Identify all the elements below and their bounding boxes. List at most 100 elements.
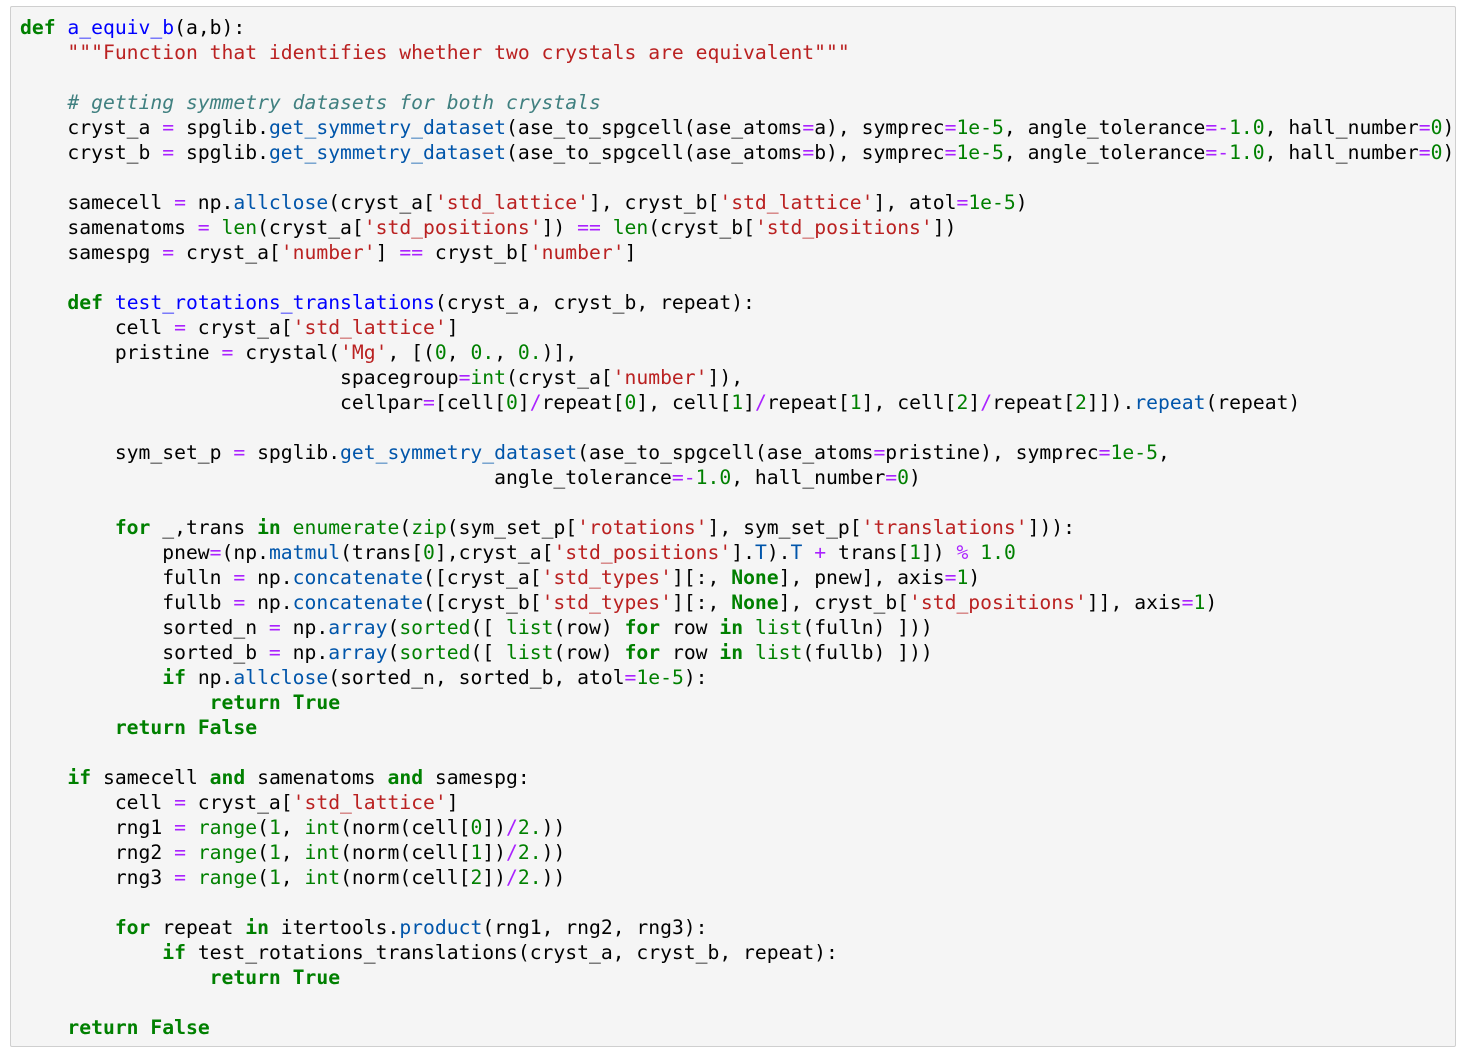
code-text: samecell xyxy=(20,191,175,214)
code-text: , xyxy=(494,341,518,364)
code-line: pristine = crystal('Mg', [(0, 0., 0.)], xyxy=(20,340,1454,365)
code-text: (a,b): xyxy=(174,16,246,39)
code-text: fulln xyxy=(20,566,234,589)
string-token: 'Mg' xyxy=(340,341,388,364)
code-text: ([cryst_b[ xyxy=(423,591,542,614)
string-token: 'std_types' xyxy=(541,591,672,614)
code-cell[interactable]: def a_equiv_b(a,b): """Function that ide… xyxy=(10,6,1456,1047)
operator-token: % xyxy=(956,541,969,564)
code-line: return False xyxy=(20,715,1454,740)
code-text: cellpar xyxy=(20,391,423,414)
code-text xyxy=(20,691,210,714)
number-token: 1e-5 xyxy=(968,191,1016,214)
string-token: """Function that identifies whether two … xyxy=(67,41,850,64)
code-text: cryst_a xyxy=(20,116,163,139)
attribute-token: array xyxy=(328,641,388,664)
code-text: cryst_a[ xyxy=(185,791,293,814)
code-text: , hall_number xyxy=(1264,116,1419,139)
code-text: , xyxy=(446,341,471,364)
operator-token: == xyxy=(577,216,601,239)
keyword-token: None xyxy=(731,566,779,589)
code-text: ( xyxy=(387,616,400,639)
code-text: ). xyxy=(766,541,791,564)
code-text: ) xyxy=(1205,591,1218,614)
code-text: np. xyxy=(245,566,293,589)
code-line xyxy=(20,65,1454,90)
code-text: repeat xyxy=(150,916,246,939)
code-editor[interactable]: def a_equiv_b(a,b): """Function that ide… xyxy=(20,15,1454,1040)
code-text: ([ xyxy=(470,641,507,664)
code-text: (row) xyxy=(553,616,625,639)
code-text: ] xyxy=(624,241,637,264)
code-text xyxy=(186,816,198,839)
code-text: (norm(cell[ xyxy=(340,816,471,839)
number-token: 1 xyxy=(268,841,281,864)
string-token: 'std_positions' xyxy=(553,541,732,564)
number-token: 1 xyxy=(470,841,483,864)
number-token: 0 xyxy=(423,541,435,564)
code-text: )) xyxy=(541,816,566,839)
code-text: test_rotations_translations(cryst_a, cry… xyxy=(185,941,838,964)
code-text: _,trans xyxy=(150,516,258,539)
code-text: (fullb) ])) xyxy=(802,641,933,664)
number-token: 0. xyxy=(517,341,542,364)
code-text: (fulln) ])) xyxy=(802,616,933,639)
code-text: (sorted_n, sorted_b, atol xyxy=(328,666,625,689)
code-text: )) xyxy=(541,841,566,864)
code-text: (cryst_a[ xyxy=(257,216,364,239)
code-text: (rng1, rng2, rng3): xyxy=(482,916,708,939)
number-token: 2. xyxy=(517,866,542,889)
number-token: 0 xyxy=(470,816,483,839)
code-text: spglib. xyxy=(245,441,341,464)
attribute-token: T xyxy=(790,541,803,564)
code-text xyxy=(20,916,115,939)
code-line: if np.allclose(sorted_n, sorted_b, atol=… xyxy=(20,665,1454,690)
code-text: ]], axis xyxy=(1086,591,1182,614)
builtin-token: len xyxy=(612,216,649,239)
number-token: 2. xyxy=(517,841,542,864)
code-line: """Function that identifies whether two … xyxy=(20,40,1454,65)
operator-token: = xyxy=(1418,141,1431,164)
code-text: repeat[ xyxy=(766,391,850,414)
code-line: fulln = np.concatenate([cryst_a['std_typ… xyxy=(20,565,1454,590)
code-line: return True xyxy=(20,690,1454,715)
keyword-token: False xyxy=(197,716,258,739)
attribute-token: matmul xyxy=(268,541,341,564)
code-text: np. xyxy=(245,591,293,614)
operator-token: = xyxy=(174,316,186,339)
code-text: crystal( xyxy=(233,341,341,364)
operator-token: = xyxy=(944,566,957,589)
attribute-token: allclose xyxy=(233,666,329,689)
number-token: 1e-5 xyxy=(1110,441,1158,464)
code-text xyxy=(210,216,222,239)
code-text: np. xyxy=(185,666,234,689)
code-line: samespg = cryst_a['number'] == cryst_b['… xyxy=(20,240,1454,265)
string-token: 'translations' xyxy=(861,516,1028,539)
operator-token: = xyxy=(624,666,637,689)
builtin-token: int xyxy=(304,841,341,864)
builtin-token: zip xyxy=(411,516,447,539)
operator-token: / xyxy=(506,816,518,839)
string-token: 'std_types' xyxy=(541,566,672,589)
operator-token: = xyxy=(458,366,471,389)
code-text: repeat[ xyxy=(541,391,625,414)
keyword-token: True xyxy=(292,966,341,989)
code-text: (ase_to_spgcell(ase_atoms xyxy=(506,116,803,139)
attribute-token: array xyxy=(328,616,388,639)
builtin-token: sorted xyxy=(399,616,471,639)
code-line: if test_rotations_translations(cryst_a, … xyxy=(20,940,1454,965)
code-text: , hall_number xyxy=(731,466,886,489)
operator-token: = xyxy=(174,791,186,814)
builtin-token: len xyxy=(221,216,258,239)
operator-token: =- xyxy=(1205,116,1230,139)
code-text: ([cryst_a[ xyxy=(423,566,542,589)
code-line: cryst_b = spglib.get_symmetry_dataset(as… xyxy=(20,140,1454,165)
code-line: rng2 = range(1, int(norm(cell[1])/2.)) xyxy=(20,840,1454,865)
code-text: ], sym_set_p[ xyxy=(707,516,862,539)
operator-token: = xyxy=(944,116,957,139)
code-text: ], atol xyxy=(873,191,957,214)
keyword-token: False xyxy=(150,1016,210,1039)
operator-token: = xyxy=(209,541,222,564)
builtin-token: sorted xyxy=(399,641,471,664)
operator-token: = xyxy=(802,116,815,139)
